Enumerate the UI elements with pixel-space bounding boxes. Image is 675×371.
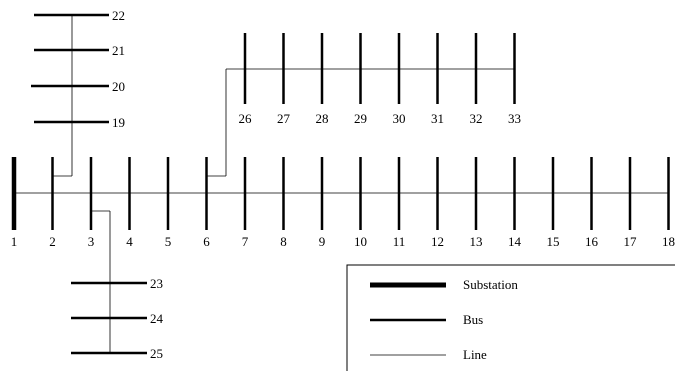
bus-label-8: 8: [280, 234, 287, 249]
bus-label-9: 9: [319, 234, 326, 249]
bus-label-3: 3: [88, 234, 95, 249]
bus-label-6: 6: [203, 234, 210, 249]
bus-label-1: 1: [11, 234, 18, 249]
bus-label-11: 11: [393, 234, 406, 249]
bus-label-22: 22: [112, 8, 125, 23]
bus-label-26: 26: [239, 111, 253, 126]
bus-label-21: 21: [112, 43, 125, 58]
bus-label-29: 29: [354, 111, 367, 126]
bus-label-27: 27: [277, 111, 291, 126]
bus-label-18: 18: [662, 234, 675, 249]
bus-label-10: 10: [354, 234, 367, 249]
legend-line-label: Line: [463, 347, 487, 362]
bus-label-17: 17: [624, 234, 638, 249]
bus-label-2: 2: [49, 234, 56, 249]
bus-label-20: 20: [112, 79, 125, 94]
bus-label-30: 30: [393, 111, 406, 126]
bus-label-4: 4: [126, 234, 133, 249]
legend-substation-label: Substation: [463, 277, 518, 292]
legend-bus-label: Bus: [463, 312, 483, 327]
bus-label-25: 25: [150, 346, 163, 361]
bus-label-14: 14: [508, 234, 522, 249]
bus-label-5: 5: [165, 234, 172, 249]
bus-label-23: 23: [150, 276, 163, 291]
bus-label-13: 13: [470, 234, 483, 249]
bus-label-33: 33: [508, 111, 521, 126]
legend: Substation Bus Line: [346, 264, 675, 371]
bus-label-19: 19: [112, 115, 125, 130]
bus-label-32: 32: [470, 111, 483, 126]
bus-label-31: 31: [431, 111, 444, 126]
bus-label-24: 24: [150, 311, 164, 326]
bus-label-16: 16: [585, 234, 599, 249]
bus-label-7: 7: [242, 234, 249, 249]
bus-label-12: 12: [431, 234, 444, 249]
bus-label-28: 28: [316, 111, 329, 126]
buses-layer: [11, 13, 670, 355]
bus-label-15: 15: [547, 234, 560, 249]
